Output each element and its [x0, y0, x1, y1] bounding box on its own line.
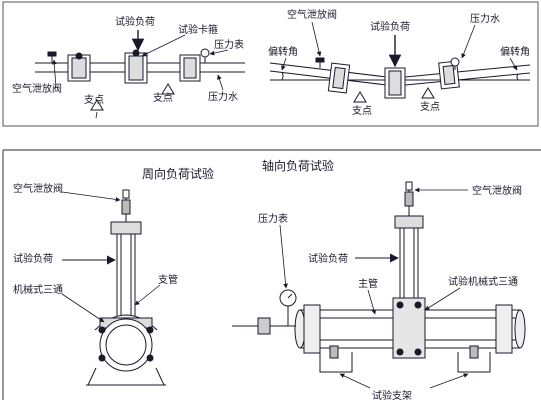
- axial-support-leader-left: [339, 373, 371, 389]
- tl-pivot-left-label: 支点: [84, 94, 104, 106]
- tl-pivot-left-leader: [95, 111, 98, 119]
- tr-deflection-right-leader: [509, 57, 518, 71]
- tl-pressure-water-label: 压力水: [208, 90, 238, 103]
- top-right-diagram: [269, 57, 531, 103]
- tl-water-leader: [217, 74, 224, 91]
- tr-test-load-label: 试验负荷: [370, 20, 410, 33]
- tl-vent-leader: [51, 59, 57, 89]
- axial-support-label: 试验支架: [372, 389, 412, 400]
- top-panel-frame: [2, 1, 539, 127]
- tl-clamp-leader: [141, 34, 186, 57]
- tr-deflection-right-label: 偏转角: [500, 45, 530, 58]
- tr-deflection-left-leader: [281, 57, 287, 71]
- circ-test-load-label: 试验负荷: [13, 252, 53, 265]
- axial-main-pipe-label: 主管: [358, 277, 378, 290]
- tl-air-vent-label: 空气泄放阀: [12, 82, 62, 95]
- axial-air-vent-label: 空气泄放阀: [472, 184, 522, 197]
- tr-air-vent-label: 空气泄放阀: [287, 8, 337, 21]
- circ-branch-pipe-label: 支管: [158, 273, 178, 286]
- tl-pivot-right-label: 支点: [153, 92, 173, 104]
- circumferential-test-title: 周向负荷试验: [142, 166, 214, 181]
- circumferential-test-diagram: [86, 189, 166, 386]
- axial-pressure-gauge-label: 压力表: [258, 212, 288, 225]
- circ-branch-leader: [134, 284, 161, 306]
- axial-support-leader-right: [429, 373, 469, 389]
- tr-pivot-right-label: 支点: [420, 101, 440, 113]
- tl-test-clamp-label: 试验卡箍: [178, 23, 218, 36]
- axial-main-pipe-leader: [367, 289, 377, 315]
- axial-test-tee-label: 试验机械式三通: [448, 275, 518, 288]
- circ-mechanical-tee-label: 机械式三通: [13, 283, 63, 296]
- tr-pivot-left-label: 支点: [352, 105, 372, 117]
- axial-tee-leader: [424, 287, 461, 311]
- tl-pressure-gauge-label: 压力表: [214, 38, 244, 51]
- axial-test-diagram: [232, 181, 526, 373]
- circ-air-vent-label: 空气泄放阀: [13, 182, 63, 195]
- tr-pressure-water-label: 压力水: [470, 12, 500, 25]
- axial-test-title: 轴向负荷试验: [262, 158, 334, 173]
- tl-test-load-label: 试验负荷: [115, 15, 155, 28]
- tr-deflection-left-label: 偏转角: [268, 45, 298, 58]
- tr-vent-leader: [311, 21, 322, 57]
- tl-gauge-leader: [209, 49, 229, 56]
- axial-gauge-leader: [279, 224, 288, 289]
- circ-tee-leader: [61, 293, 105, 323]
- axial-test-load-label: 试验负荷: [308, 252, 348, 265]
- tr-water-leader: [461, 24, 476, 59]
- circ-vent-leader: [61, 191, 121, 202]
